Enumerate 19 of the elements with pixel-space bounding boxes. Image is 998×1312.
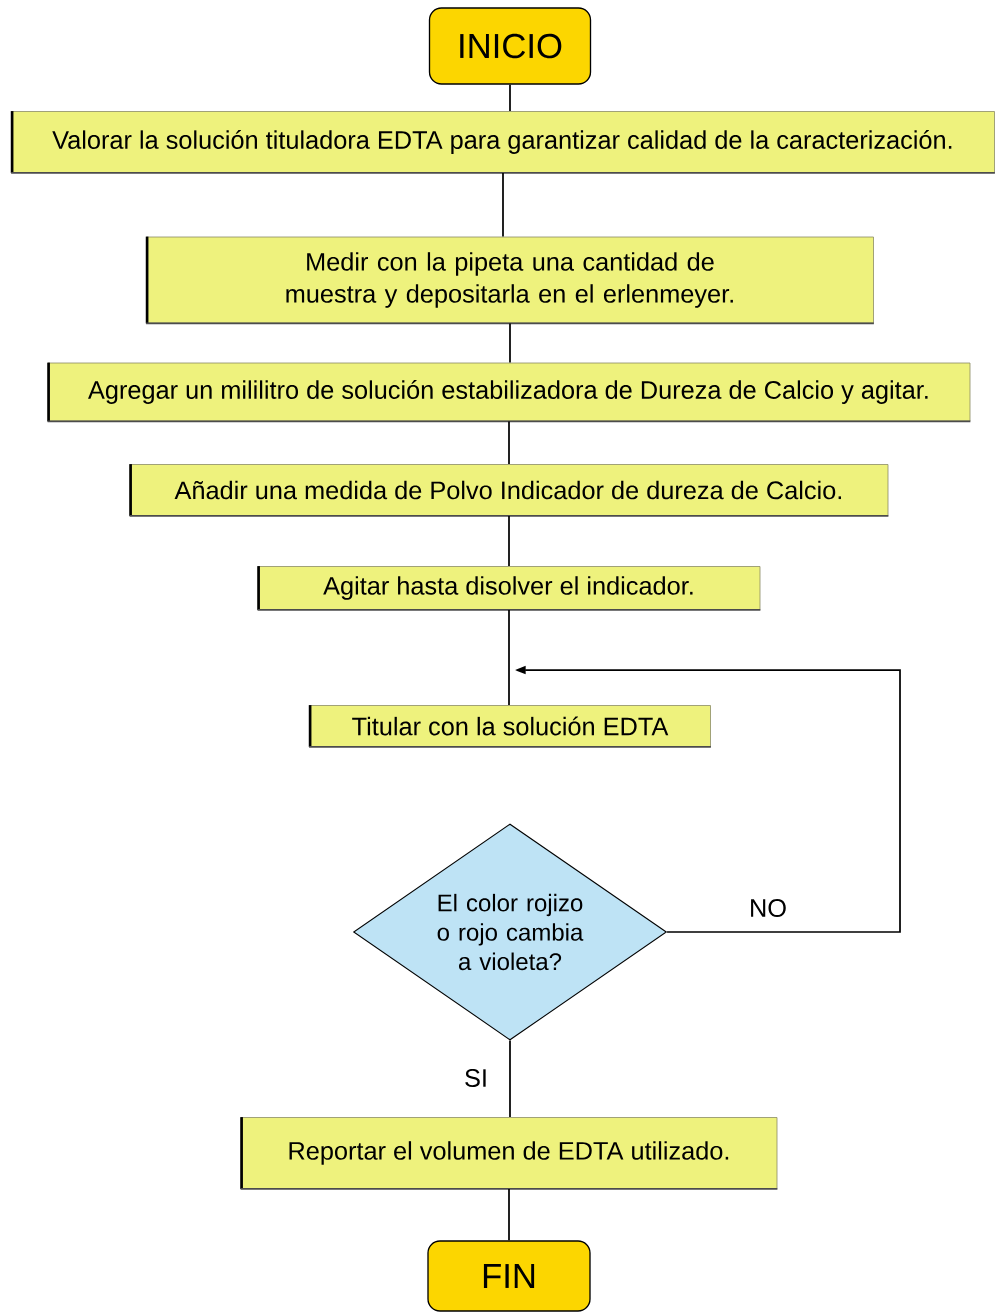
connector-line <box>509 83 511 112</box>
connector-line <box>508 1188 510 1242</box>
process-box: Reportar el volumen de EDTA utilizado. <box>239 1117 779 1190</box>
connector-line <box>509 1039 511 1118</box>
process-box: Titular con la solución EDTA <box>308 705 712 748</box>
process-box: Añadir una medida de Polvo Indicador de dureza de Calcio. <box>128 464 890 517</box>
process-box: Valorar la solución tituladora EDTA para garantizar calidad de la caracterización. <box>10 111 996 174</box>
edge-label: SI <box>462 1067 490 1089</box>
connector-line <box>508 609 510 706</box>
process-box: Agregar un mililitro de solución estabilizadora de Dureza de Calcio y agitar. <box>46 362 972 423</box>
process-box: Agitar hasta disolver el indicador. <box>256 566 762 611</box>
terminal-box: FIN <box>427 1240 591 1312</box>
terminal-box: INICIO <box>428 7 592 85</box>
connector-line <box>509 322 511 364</box>
connector-line <box>508 515 510 567</box>
edge-label: NO <box>747 897 789 919</box>
process-box: Medir con la pipeta una cantidad de muestra y depositarla en el erlenmeyer. <box>145 236 875 325</box>
connector-line <box>502 172 504 238</box>
connector-line <box>508 420 510 465</box>
